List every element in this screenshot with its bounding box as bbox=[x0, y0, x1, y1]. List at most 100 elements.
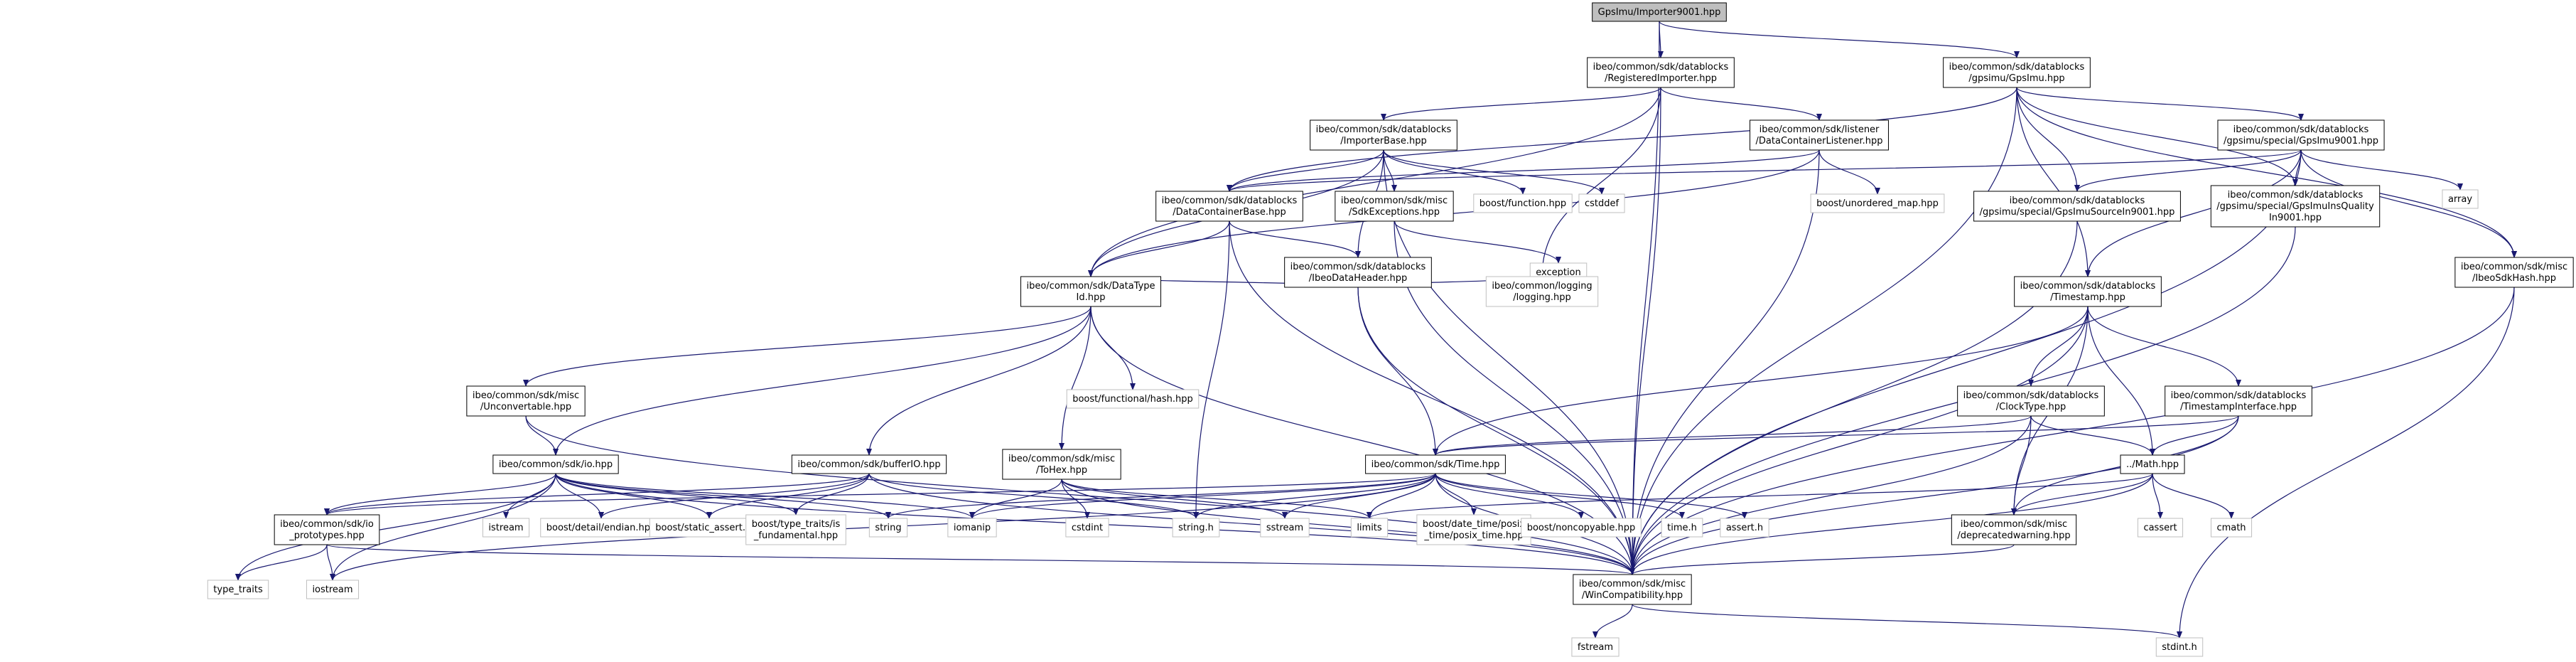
node-regimp[interactable]: ibeo/common/sdk/datablocks/RegisteredImp… bbox=[1587, 57, 1735, 88]
node-label: boost/date_time/posix bbox=[1423, 519, 1526, 530]
node-tohex[interactable]: ibeo/common/sdk/misc/ToHex.hpp bbox=[1002, 449, 1121, 480]
node-io[interactable]: ibeo/common/sdk/io.hpp bbox=[492, 454, 619, 474]
node-label: ibeo/common/sdk/Time.hpp bbox=[1371, 459, 1500, 470]
node-label: iostream bbox=[312, 584, 352, 595]
node-box bbox=[1335, 191, 1454, 222]
node-limits[interactable]: limits bbox=[1350, 518, 1389, 538]
node-label: boost/functional/hash.hpp bbox=[1072, 394, 1193, 405]
node-box bbox=[1521, 518, 1642, 538]
node-gpsimu9001[interactable]: ibeo/common/sdk/datablocks/gpsimu/specia… bbox=[2217, 119, 2385, 151]
node-label: string bbox=[875, 523, 901, 533]
node-box bbox=[2155, 637, 2204, 657]
node-box bbox=[1284, 257, 1432, 288]
node-dcbase[interactable]: ibeo/common/sdk/datablocks/DataContainer… bbox=[1155, 191, 1303, 222]
node-box bbox=[2165, 385, 2312, 417]
node-label: /gpsimu/special/GpsImu9001.hpp bbox=[2224, 136, 2378, 146]
node-label: ibeo/common/sdk/datablocks bbox=[2233, 124, 2369, 135]
node-istream[interactable]: istream bbox=[482, 518, 530, 538]
node-box bbox=[1066, 389, 1200, 409]
edge-time-to-asserth bbox=[1435, 473, 1747, 519]
node-box bbox=[1578, 193, 1625, 213]
edge-clocktype-to-time bbox=[1433, 415, 2032, 456]
node-clocktype[interactable]: ibeo/common/sdk/datablocks/ClockType.hpp bbox=[1957, 385, 2105, 417]
node-label: /Unconvertable.hpp bbox=[480, 402, 571, 412]
node-timeh[interactable]: time.h bbox=[1661, 518, 1703, 538]
node-istypetraits[interactable]: boost/type_traits/is_fundamental.hpp bbox=[745, 514, 846, 545]
node-impbase[interactable]: ibeo/common/sdk/datablocks/ImporterBase.… bbox=[1310, 119, 1457, 151]
edge-tsinterface-to-time bbox=[1433, 415, 2239, 456]
node-time[interactable]: ibeo/common/sdk/Time.hpp bbox=[1365, 454, 1506, 474]
node-sdkhash[interactable]: ibeo/common/sdk/misc/IbeoSdkHash.hpp bbox=[2454, 257, 2574, 288]
node-box bbox=[1473, 193, 1573, 213]
node-cassert[interactable]: cassert bbox=[2137, 518, 2184, 538]
node-timestamp[interactable]: ibeo/common/sdk/datablocks/Timestamp.hpp bbox=[2014, 276, 2162, 307]
node-box bbox=[1957, 385, 2105, 417]
node-label: boost/static_assert.hpp bbox=[655, 523, 762, 533]
node-dclistener[interactable]: ibeo/common/sdk/listener/DataContainerLi… bbox=[1750, 119, 1889, 151]
node-sstream[interactable]: sstream bbox=[1260, 518, 1310, 538]
node-string[interactable]: string bbox=[868, 518, 908, 538]
node-deprecated[interactable]: ibeo/common/sdk/misc/deprecatedwarning.h… bbox=[1951, 514, 2077, 545]
edge-tohex-to-limits bbox=[1061, 479, 1372, 519]
node-iomanip[interactable]: iomanip bbox=[947, 518, 997, 538]
node-logging[interactable]: ibeo/common/logging/logging.hpp bbox=[1485, 276, 1599, 307]
node-box bbox=[482, 518, 530, 538]
node-box bbox=[2454, 257, 2574, 288]
node-math[interactable]: ../Math.hpp bbox=[2120, 454, 2185, 474]
node-boosthash[interactable]: boost/functional/hash.hpp bbox=[1066, 389, 1200, 409]
node-boostfunc[interactable]: boost/function.hpp bbox=[1473, 193, 1573, 213]
node-wincompat[interactable]: ibeo/common/sdk/misc/WinCompatibility.hp… bbox=[1573, 574, 1692, 605]
node-array[interactable]: array bbox=[2442, 189, 2479, 209]
node-label: array bbox=[2448, 194, 2472, 205]
edge-io-to-ioproto bbox=[324, 473, 556, 516]
node-label: iomanip bbox=[954, 523, 991, 533]
node-tsinterface[interactable]: ibeo/common/sdk/datablocks/TimestampInte… bbox=[2165, 385, 2312, 417]
node-iostream[interactable]: iostream bbox=[306, 580, 360, 599]
edge-dcbase-to-wincompat bbox=[1229, 220, 1635, 575]
edge-gpsimu9001-to-wincompat bbox=[1629, 149, 2302, 575]
node-fstream[interactable]: fstream bbox=[1571, 637, 1620, 657]
node-cstddef[interactable]: cstddef bbox=[1578, 193, 1625, 213]
edge-datatypeid-to-bufferio bbox=[866, 306, 1092, 456]
node-ioproto[interactable]: ibeo/common/sdk/io_prototypes.hpp bbox=[274, 514, 380, 545]
node-box bbox=[2014, 276, 2162, 307]
node-source9001[interactable]: ibeo/common/sdk/datablocks/gpsimu/specia… bbox=[1973, 191, 2181, 222]
node-label: stdint.h bbox=[2162, 642, 2197, 653]
edge-io-to-endian bbox=[555, 473, 604, 519]
node-box bbox=[306, 580, 360, 599]
node-ibeodataheader[interactable]: ibeo/common/sdk/datablocks/IbeoDataHeade… bbox=[1284, 257, 1432, 288]
edge-dclistener-to-unorderedmap bbox=[1818, 149, 1880, 195]
node-box bbox=[1592, 2, 1727, 22]
node-posixtime[interactable]: boost/date_time/posix_time/posix_time.hp… bbox=[1416, 514, 1531, 545]
node-quality9001[interactable]: ibeo/common/sdk/datablocks/gpsimu/specia… bbox=[2210, 185, 2381, 228]
node-stringh[interactable]: string.h bbox=[1172, 518, 1220, 538]
edge-math-to-deprecated bbox=[2011, 473, 2153, 516]
node-unorderedmap[interactable]: boost/unordered_map.hpp bbox=[1810, 193, 1945, 213]
node-sdkexc[interactable]: ibeo/common/sdk/misc/SdkExceptions.hpp bbox=[1335, 191, 1454, 222]
edge-timestamp-to-clocktype bbox=[2028, 306, 2089, 387]
edge-sdkhash-to-stdinth bbox=[2177, 287, 2515, 639]
edge-wincompat-to-stdinth bbox=[1632, 604, 2182, 639]
node-endian[interactable]: boost/detail/endian.hpp bbox=[540, 518, 662, 538]
node-label: /WinCompatibility.hpp bbox=[1582, 590, 1683, 601]
edge-impbase-to-wincompat bbox=[1383, 149, 1635, 575]
node-label: ibeo/common/logging bbox=[1492, 281, 1592, 292]
node-bufferio[interactable]: ibeo/common/sdk/bufferIO.hpp bbox=[791, 454, 947, 474]
node-cmath[interactable]: cmath bbox=[2210, 518, 2253, 538]
node-stdinth[interactable]: stdint.h bbox=[2155, 637, 2204, 657]
edge-timestamp-to-time bbox=[1433, 306, 2089, 456]
node-gpsimu[interactable]: ibeo/common/sdk/datablocks/gpsimu/GpsImu… bbox=[1943, 57, 2091, 88]
node-label: _time/posix_time.hpp bbox=[1423, 530, 1523, 541]
node-label: /RegisteredImporter.hpp bbox=[1605, 73, 1717, 84]
node-noncopyable[interactable]: boost/noncopyable.hpp bbox=[1521, 518, 1642, 538]
node-label: /TimestampInterface.hpp bbox=[2180, 402, 2297, 412]
node-label: ../Math.hpp bbox=[2126, 459, 2179, 470]
node-asserth[interactable]: assert.h bbox=[1720, 518, 1769, 538]
node-box bbox=[1720, 518, 1769, 538]
node-typetraits[interactable]: type_traits bbox=[207, 580, 269, 599]
node-cstdint[interactable]: cstdint bbox=[1065, 518, 1109, 538]
node-label: assert.h bbox=[1726, 523, 1763, 533]
node-unconvertable[interactable]: ibeo/common/sdk/misc/Unconvertable.hpp bbox=[466, 385, 586, 417]
